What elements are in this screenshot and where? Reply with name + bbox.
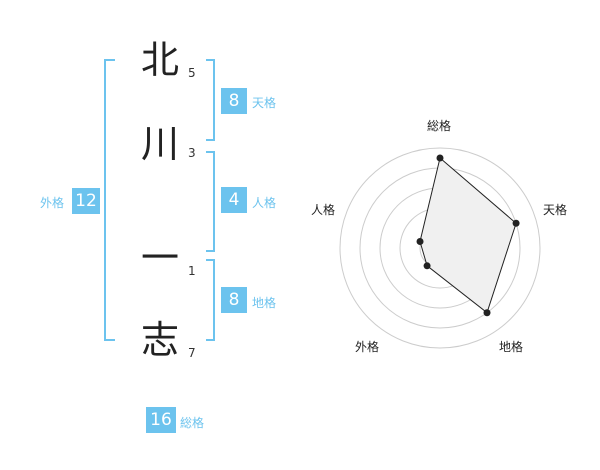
chikaku-value: 8	[221, 287, 247, 313]
radar-axis-label-2: 天格	[543, 203, 568, 217]
bracket-chikaku	[206, 259, 215, 341]
jinkaku-label: 人格	[252, 196, 277, 210]
gaikaku-value: 12	[72, 188, 100, 214]
soukaku-label: 総格	[180, 416, 205, 430]
chikaku-label: 地格	[252, 296, 277, 310]
name-char-1: 北	[140, 38, 179, 82]
gaikaku-label: 外格	[40, 196, 65, 210]
stroke-count-1: 5	[188, 66, 196, 80]
radar-point-5	[416, 238, 424, 246]
jinkaku-value: 4	[221, 187, 247, 213]
radar-point-1	[436, 154, 444, 162]
soukaku-value: 16	[146, 407, 176, 433]
radar-ring	[339, 147, 541, 349]
radar-point-3	[483, 309, 491, 317]
stroke-count-4: 7	[188, 346, 196, 360]
stroke-count-2: 3	[188, 146, 196, 160]
radar-point-2	[512, 219, 520, 227]
tenkaku-value: 8	[221, 88, 247, 114]
bracket-gaikaku	[104, 59, 115, 341]
radar-axis-label-4: 外格	[355, 340, 380, 354]
radar-axis-label-1: 総格	[427, 119, 452, 133]
radar-axis-label-5: 人格	[311, 203, 336, 217]
name-char-4: 志	[140, 318, 179, 362]
name-char-2: 川	[140, 122, 179, 166]
bracket-jinkaku	[206, 151, 215, 252]
radar-series-area	[419, 157, 517, 314]
name-char-3: 一	[140, 236, 179, 280]
radar-axis-label-3: 地格	[499, 340, 524, 354]
bracket-tenkaku	[206, 59, 215, 141]
radar-point-4	[423, 262, 431, 270]
radar-points	[416, 154, 520, 317]
stroke-count-3: 1	[188, 264, 196, 278]
tenkaku-label: 天格	[252, 96, 277, 110]
